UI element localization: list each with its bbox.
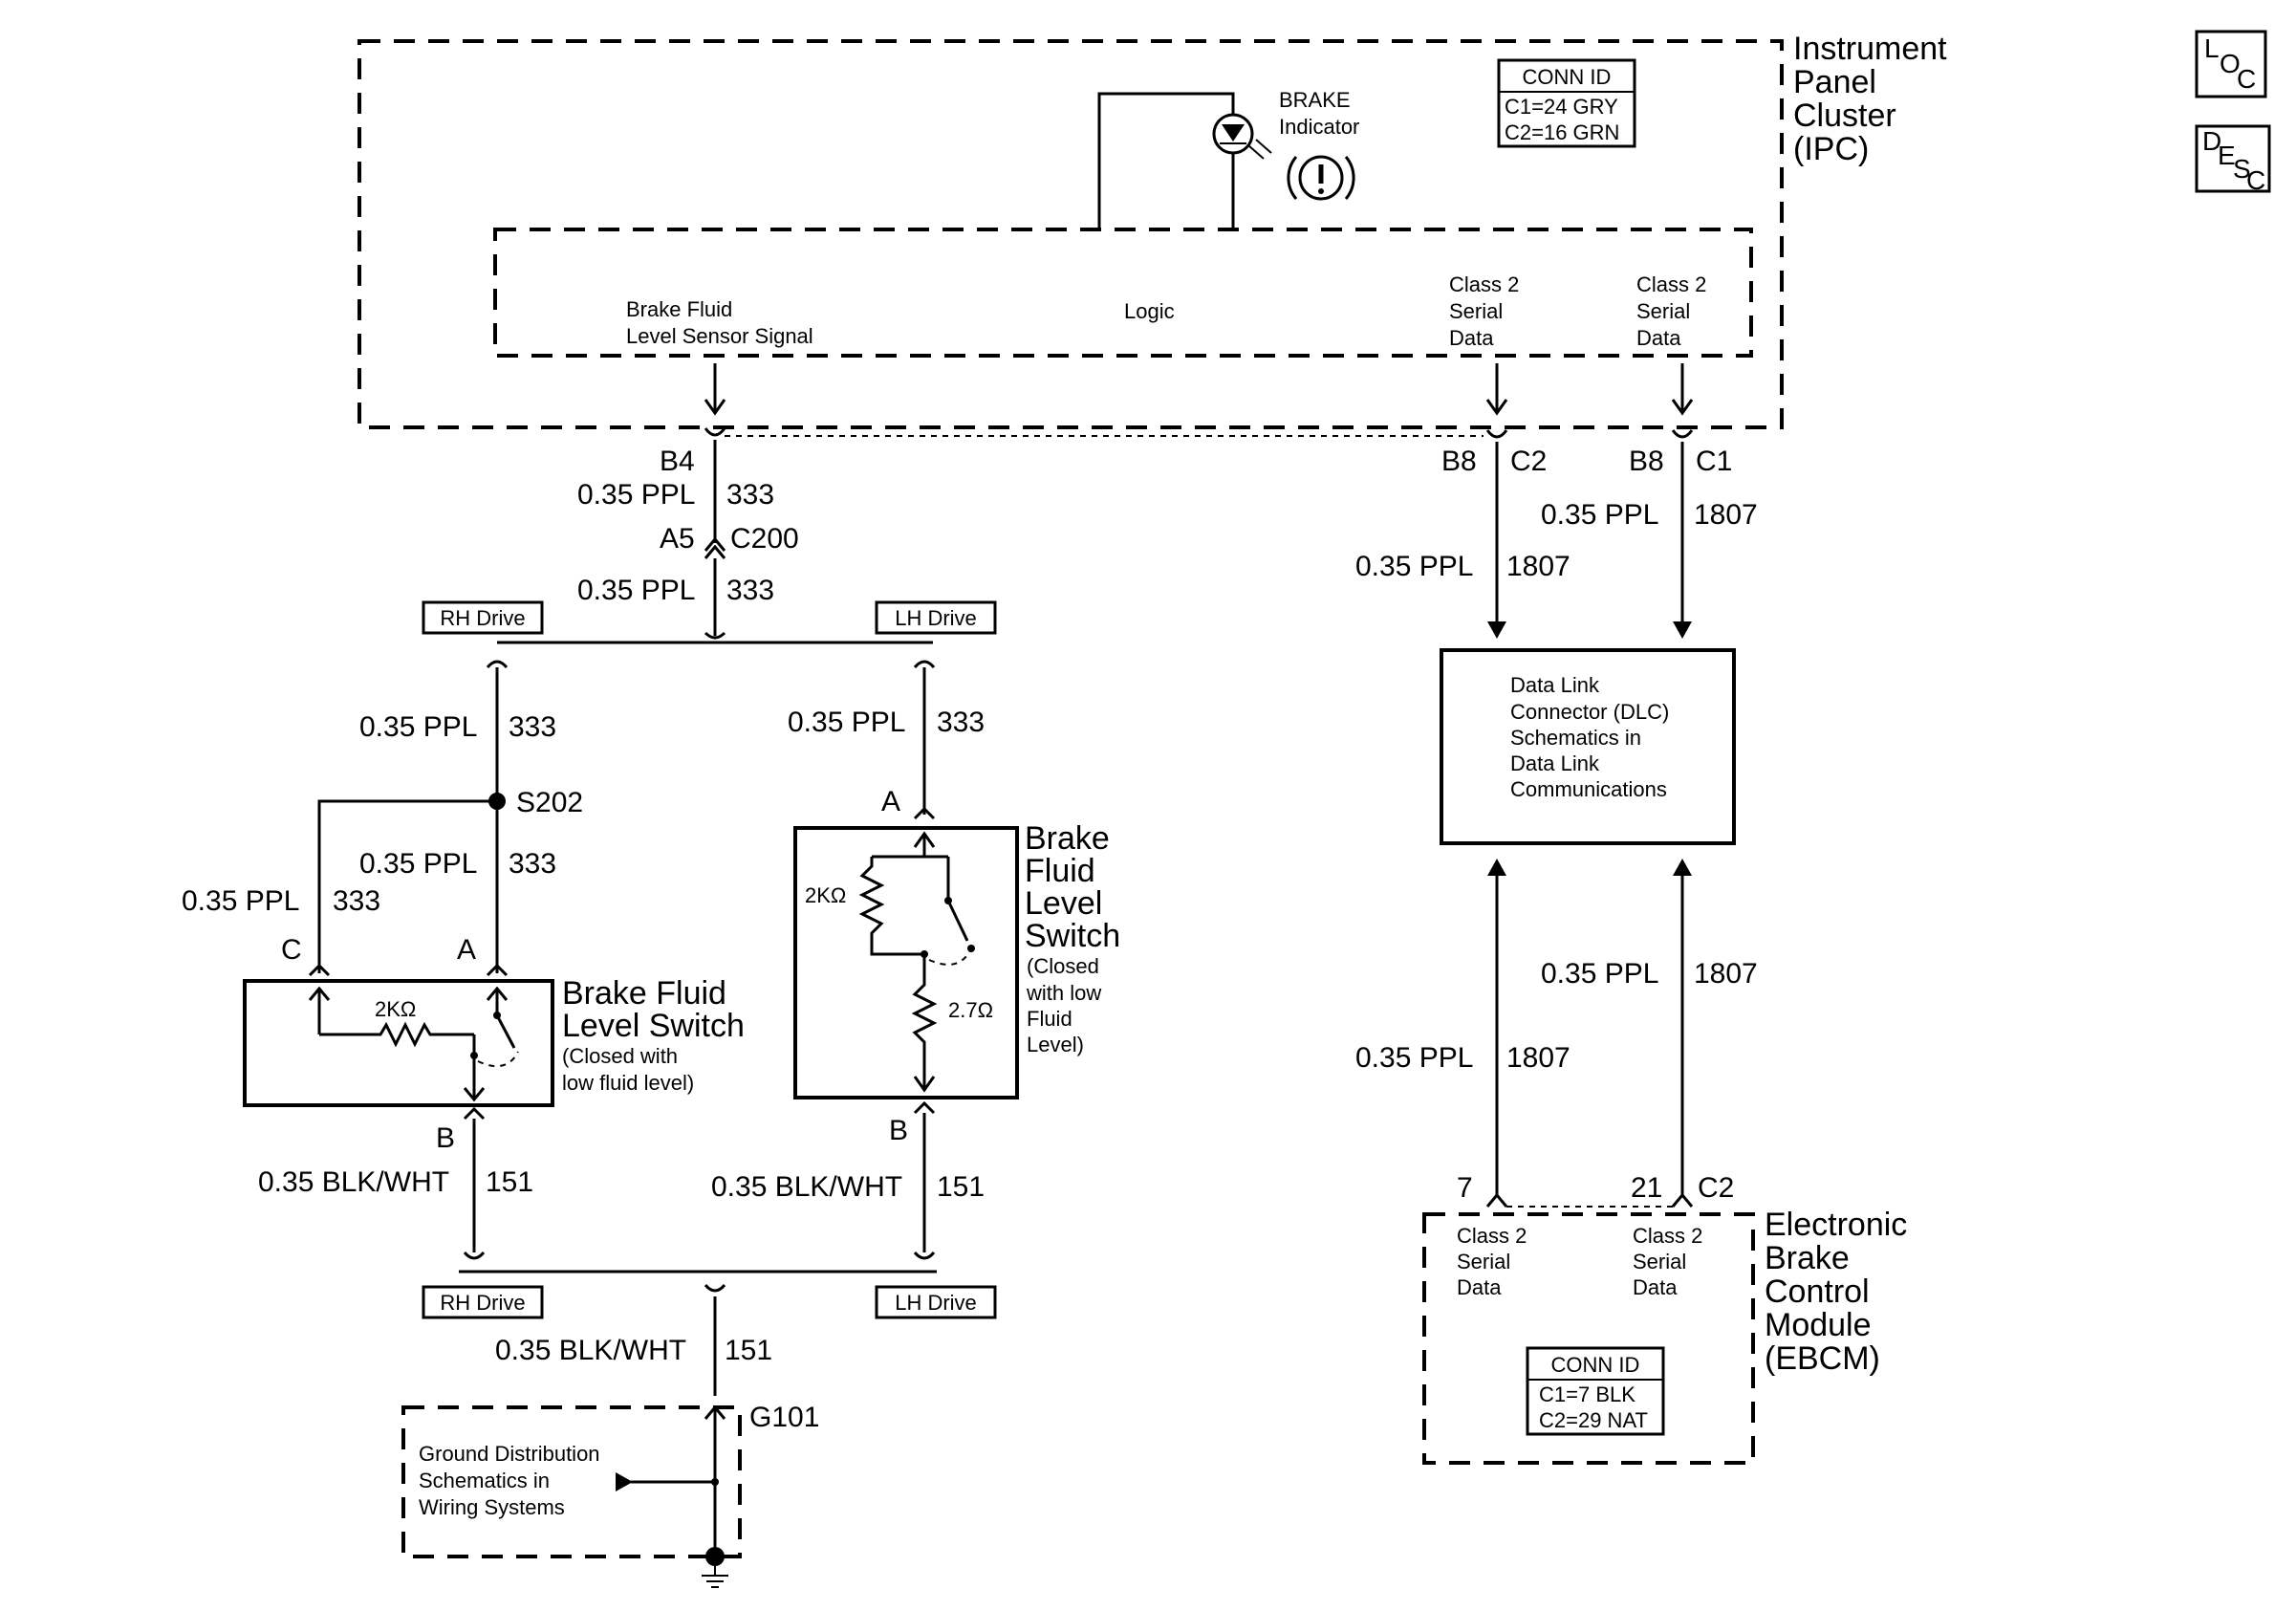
svg-text:LH Drive: LH Drive — [895, 1291, 977, 1315]
svg-text:333: 333 — [509, 848, 556, 880]
svg-text:C200: C200 — [730, 523, 799, 555]
dlc-text: Data Link Connector (DLC) Schematics in … — [1510, 673, 1675, 801]
svg-text:0.35 BLK/WHT: 0.35 BLK/WHT — [711, 1171, 902, 1203]
svg-text:333: 333 — [333, 885, 380, 917]
svg-text:2.7Ω: 2.7Ω — [948, 998, 993, 1022]
svg-text:333: 333 — [726, 575, 774, 606]
svg-text:333: 333 — [937, 707, 985, 738]
svg-text:LH Drive: LH Drive — [895, 606, 977, 630]
svg-text:C2=16 GRN: C2=16 GRN — [1505, 120, 1619, 144]
ipc-module: Instrument Panel Cluster (IPC) CONN ID C… — [357, 31, 1956, 429]
svg-text:0.35 BLK/WHT: 0.35 BLK/WHT — [258, 1166, 449, 1198]
svg-text:0.35 PPL: 0.35 PPL — [182, 885, 299, 917]
svg-text:CONN ID: CONN ID — [1551, 1353, 1640, 1377]
svg-text:B: B — [889, 1115, 908, 1146]
loc-icon[interactable]: L O C — [2195, 30, 2267, 98]
rh-brake-fluid-switch: 2KΩ Brake Fluid Level Switch (Closed wit… — [243, 963, 745, 1154]
svg-text:C1: C1 — [1696, 446, 1732, 477]
svg-text:0.35 BLK/WHT: 0.35 BLK/WHT — [495, 1335, 686, 1366]
svg-text:C1=7 BLK: C1=7 BLK — [1539, 1382, 1635, 1406]
lh-switch-note: (Closed with low Fluid Level) — [1026, 954, 1107, 1056]
ground-text: Ground Distribution Schematics in Wiring… — [419, 1442, 606, 1519]
rh-drive-tag-bottom: RH Drive — [422, 1285, 544, 1319]
svg-text:B: B — [436, 1122, 455, 1154]
dlc-box: Data Link Connector (DLC) Schematics in … — [1440, 648, 1736, 845]
svg-text:151: 151 — [937, 1171, 985, 1203]
circuit-1807: B8 C2 B8 C1 0.35 PPL 1807 0.35 PPL 1807 … — [1355, 363, 1758, 1208]
svg-text:C: C — [281, 934, 302, 966]
ipc-title: Instrument Panel Cluster (IPC) — [1793, 31, 1956, 167]
svg-text:0.35 PPL: 0.35 PPL — [1355, 551, 1473, 582]
ebcm-title: Electronic Brake Control Module (EBCM) — [1765, 1207, 1917, 1377]
rh-drive-tag-top: RH Drive — [422, 600, 544, 635]
svg-text:B8: B8 — [1629, 446, 1664, 477]
circuit-333: B4 0.35 PPL 333 A5 C200 0.35 PPL 333 RH … — [182, 363, 1484, 973]
svg-text:C: C — [2237, 64, 2256, 94]
svg-text:333: 333 — [726, 479, 774, 511]
svg-text:C: C — [2246, 165, 2265, 195]
lh-drive-tag-bottom: LH Drive — [875, 1285, 997, 1319]
svg-text:1807: 1807 — [1694, 958, 1758, 990]
svg-text:L: L — [2204, 33, 2220, 63]
svg-text:0.35 PPL: 0.35 PPL — [359, 711, 477, 743]
circuit-151: 0.35 BLK/WHT 151 0.35 BLK/WHT 151 0.35 B… — [258, 1100, 997, 1396]
rh-switch-title: Brake Fluid Level Switch — [562, 975, 745, 1044]
ebcm-module: Class 2 Serial Data Class 2 Serial Data … — [1422, 1207, 1917, 1465]
svg-text:D: D — [2202, 126, 2221, 156]
svg-text:C2=29 NAT: C2=29 NAT — [1539, 1408, 1648, 1432]
ebcm-serial-data-2: Class 2 Serial Data — [1633, 1224, 1708, 1299]
lh-brake-fluid-switch: 2KΩ 2.7Ω Brake Fluid Level Switch (Close… — [793, 806, 1120, 1146]
ebcm-conn-id: CONN ID C1=7 BLK C2=29 NAT — [1526, 1346, 1665, 1436]
sensor-signal-label: Brake Fluid Level Sensor Signal — [626, 297, 813, 348]
ebcm-serial-data-1: Class 2 Serial Data — [1457, 1224, 1532, 1299]
ground-distribution: G101 Ground Distribution Schematics in W… — [401, 1402, 819, 1588]
svg-text:C2: C2 — [1510, 446, 1547, 477]
svg-text:RH Drive: RH Drive — [440, 1291, 525, 1315]
svg-text:C1=24 GRY: C1=24 GRY — [1505, 95, 1618, 119]
svg-text:0.35 PPL: 0.35 PPL — [577, 479, 695, 511]
svg-text:0.35 PPL: 0.35 PPL — [1355, 1042, 1473, 1074]
logic-label: Logic — [1124, 299, 1175, 323]
svg-text:B8: B8 — [1441, 446, 1477, 477]
svg-text:2KΩ: 2KΩ — [375, 997, 416, 1021]
svg-text:0.35 PPL: 0.35 PPL — [1541, 499, 1658, 531]
svg-text:S: S — [2233, 154, 2251, 184]
svg-text:0.35 PPL: 0.35 PPL — [577, 575, 695, 606]
rh-switch-note: (Closed with low fluid level) — [562, 1044, 694, 1095]
svg-text:RH Drive: RH Drive — [440, 606, 525, 630]
svg-text:151: 151 — [725, 1335, 772, 1366]
svg-text:0.35 PPL: 0.35 PPL — [1541, 958, 1658, 990]
svg-text:21: 21 — [1631, 1172, 1662, 1204]
svg-text:G101: G101 — [749, 1402, 819, 1433]
svg-text:333: 333 — [509, 711, 556, 743]
svg-text:A: A — [457, 934, 476, 966]
svg-text:O: O — [2220, 49, 2241, 78]
svg-text:0.35 PPL: 0.35 PPL — [359, 848, 477, 880]
ground-icon — [702, 1547, 728, 1588]
lh-switch-title: Brake Fluid Level Switch — [1025, 820, 1120, 954]
svg-text:0.35 PPL: 0.35 PPL — [788, 707, 905, 738]
brake-indicator: BRAKE Indicator — [1097, 88, 1359, 229]
svg-text:CONN ID: CONN ID — [1523, 65, 1612, 89]
lh-drive-tag-top: LH Drive — [875, 600, 997, 635]
svg-text:151: 151 — [486, 1166, 533, 1198]
svg-text:E: E — [2218, 141, 2236, 170]
svg-text:1807: 1807 — [1506, 551, 1570, 582]
ipc-serial-data-1: Class 2 Serial Data — [1449, 272, 1525, 350]
svg-text:A5: A5 — [660, 523, 695, 555]
svg-text:7: 7 — [1457, 1172, 1473, 1204]
svg-text:1807: 1807 — [1506, 1042, 1570, 1074]
desc-icon[interactable]: D E S C — [2195, 124, 2271, 195]
svg-text:C2: C2 — [1698, 1172, 1734, 1204]
brake-indicator-label: BRAKE Indicator — [1279, 88, 1359, 139]
svg-text:B4: B4 — [660, 446, 695, 477]
svg-text:1807: 1807 — [1694, 499, 1758, 531]
ipc-conn-id: CONN ID C1=24 GRY C2=16 GRN — [1497, 58, 1636, 148]
svg-text:2KΩ: 2KΩ — [805, 883, 846, 907]
svg-text:S202: S202 — [516, 787, 583, 818]
ipc-serial-data-2: Class 2 Serial Data — [1636, 272, 1712, 350]
svg-text:A: A — [881, 786, 900, 817]
brake-warning-icon — [1287, 155, 1355, 201]
